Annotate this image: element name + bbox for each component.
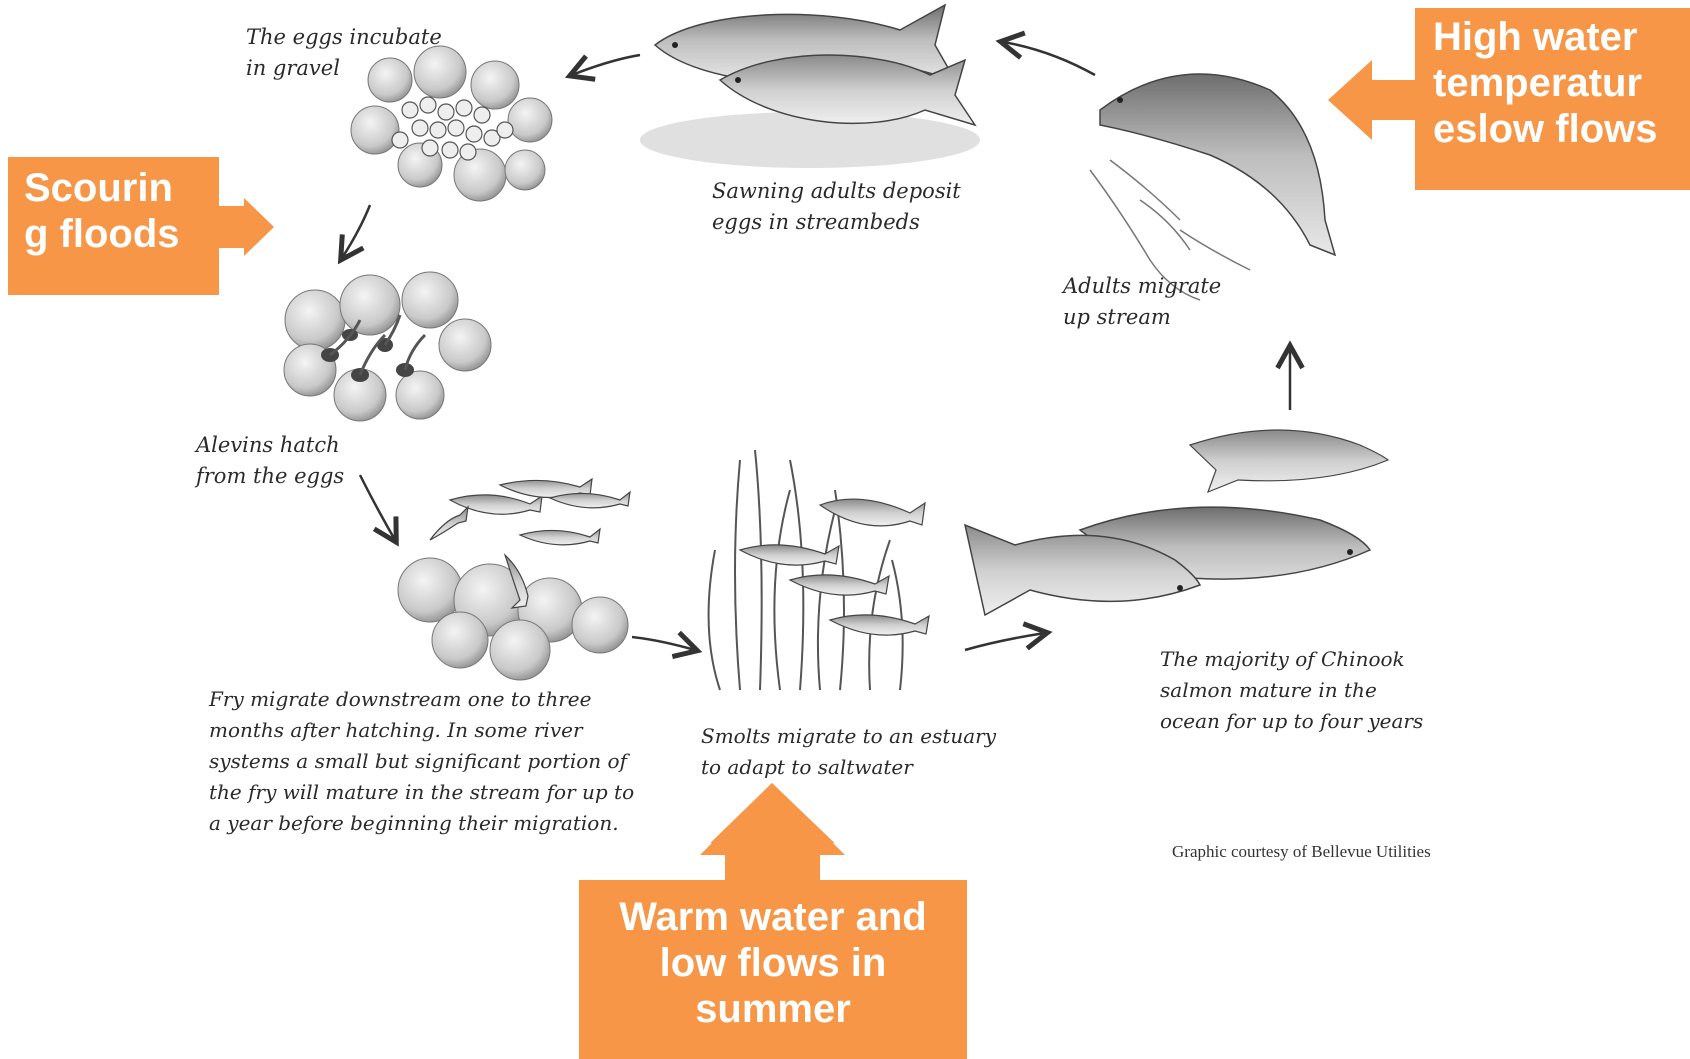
ocean-adults-illustration — [965, 430, 1388, 615]
smolts-caption: Smolts migrate to an estuary to adapt to… — [701, 721, 996, 783]
eggs-caption: The eggs incubate in gravel — [246, 22, 442, 84]
alevins-caption: Alevins hatch from the eggs — [196, 430, 344, 492]
arrow-smolts-to-ocean — [965, 633, 1045, 650]
adult-migrating-illustration — [1090, 74, 1335, 300]
arrow-spawn-to-eggs — [572, 55, 640, 75]
warm-water-low-flows-callout: Warm water and low flows in summer — [579, 880, 967, 1059]
spawning-caption: Sawning adults deposit eggs in streambed… — [712, 176, 961, 238]
scouring-floods-callout: Scourin g floods — [8, 157, 219, 295]
arrow-eggs-to-alevins — [342, 205, 370, 258]
arrow-fry-to-smolts — [632, 637, 695, 650]
arrow-alevins-to-fry — [360, 475, 395, 540]
high-temp-callout-pointer — [1328, 60, 1416, 140]
ocean-caption: The majority of Chinook salmon mature in… — [1160, 644, 1423, 737]
spawning-adults-illustration — [640, 5, 980, 168]
high-water-temperature-callout: High water temperatur eslow flows — [1415, 8, 1690, 190]
adults-migrate-caption: Adults migrate up stream — [1063, 271, 1221, 333]
scouring-callout-pointer — [218, 198, 274, 256]
arrow-upstream-to-spawn — [1003, 42, 1095, 75]
fry-illustration — [398, 479, 630, 680]
warm-water-callout-pointer — [700, 783, 845, 883]
credit-line: Graphic courtesy of Bellevue Utilities — [1172, 842, 1431, 862]
fry-caption: Fry migrate downstream one to three mont… — [209, 684, 634, 839]
alevins-illustration — [284, 272, 491, 421]
smolts-estuary-illustration — [709, 450, 929, 690]
